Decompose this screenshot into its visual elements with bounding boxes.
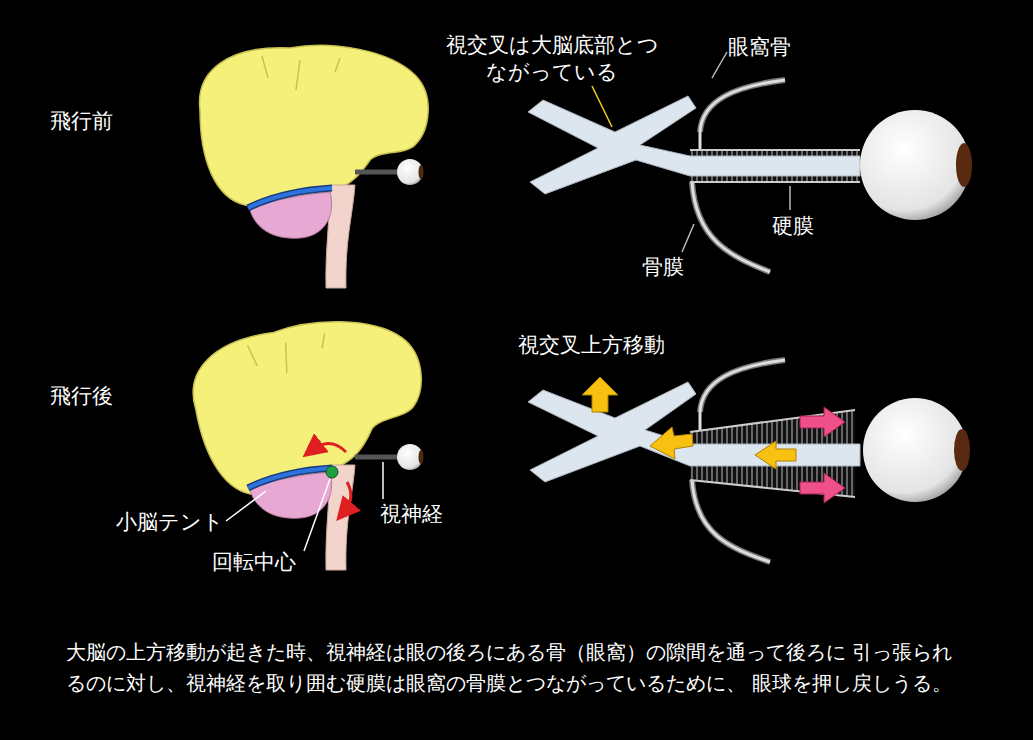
caption: 大脳の上方移動が起きた時、視神経は眼の後ろにある骨（眼窩）の隙間を通って後ろに … [66,637,966,699]
row-label: 飛行前 [50,108,113,135]
part-label: 視神経 [380,501,443,528]
part-label: 小脳テント [116,509,224,536]
brain-before [200,45,429,288]
callout-label: 視交叉上方移動 [518,332,665,359]
optic-before [528,52,972,272]
part-label: 眼窩骨 [728,34,791,61]
row-label: 飛行後 [50,383,113,410]
callout-label: 視交叉は大脳底部とつ ながっている [442,32,662,86]
part-label: 回転中心 [212,549,296,576]
optic-after [528,360,970,562]
part-label: 骨膜 [642,254,684,281]
part-label: 硬膜 [772,213,814,240]
